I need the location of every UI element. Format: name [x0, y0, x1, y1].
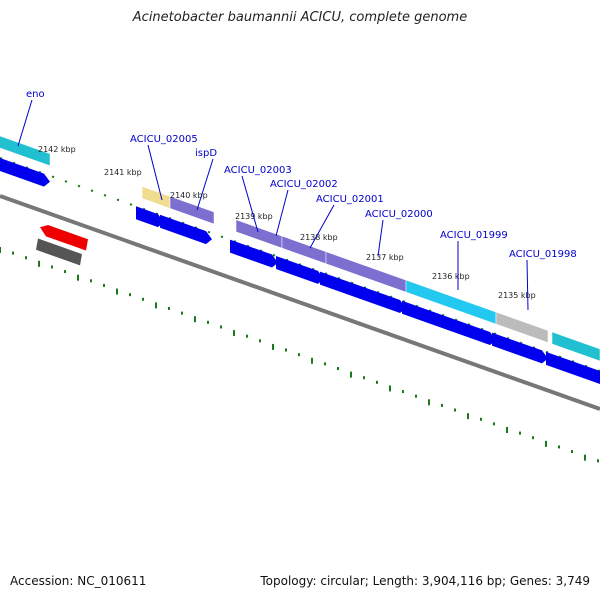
- feature-block: [0, 135, 51, 167]
- kbp-tick-label: 2135 kbp: [498, 291, 536, 300]
- kbp-tick-label: 2142 kbp: [38, 145, 76, 154]
- map-title: Acinetobacter baumannii ACICU, complete …: [132, 10, 468, 25]
- cds-arrow: [402, 300, 496, 345]
- cds-arrow: [546, 351, 600, 384]
- kbp-tick-label: 2140 kbp: [170, 191, 208, 200]
- gene-label: ispD: [195, 148, 217, 159]
- outer-tick: [220, 235, 224, 239]
- cds-arrow: [492, 332, 548, 364]
- outer-tick: [51, 175, 55, 179]
- gene-label: ACICU_02003: [224, 165, 292, 176]
- gene-label: ACICU_01998: [509, 249, 577, 260]
- gene-label: ACICU_02002: [270, 179, 338, 190]
- gene-label: ACICU_01999: [440, 230, 508, 241]
- kbp-tick-label: 2136 kbp: [432, 272, 470, 281]
- cds-arrow: [276, 255, 324, 284]
- outer-tick: [77, 184, 81, 188]
- feature-block: [169, 195, 215, 225]
- cds-arrow: [320, 271, 406, 313]
- outer-tick: [129, 203, 133, 206]
- reverse-feature-grey: [36, 238, 82, 266]
- cds-arrow: [230, 239, 278, 268]
- genome-summary-text: Topology: circular; Length: 3,904,116 bp…: [260, 574, 590, 588]
- gene-leader-line: [17, 99, 33, 147]
- cds-arrow: [136, 206, 164, 228]
- feature-block: [235, 219, 283, 249]
- outer-tick: [298, 263, 302, 266]
- outer-tick: [272, 253, 276, 257]
- outer-tick: [90, 189, 94, 192]
- gene-label: ACICU_02000: [365, 209, 433, 220]
- outer-tick: [207, 230, 211, 234]
- cds-arrow: [160, 214, 212, 245]
- kbp-tick-label: 2138 kbp: [300, 233, 338, 242]
- gene-label: ACICU_02005: [130, 134, 198, 145]
- kbp-tick-label: 2141 kbp: [104, 168, 142, 177]
- reverse-feature-red: [40, 225, 88, 251]
- gene-leader-line: [147, 144, 163, 201]
- feature-block: [551, 331, 600, 362]
- gene-leader-line: [275, 189, 289, 237]
- kbp-tick-label: 2137 kbp: [366, 253, 404, 262]
- gene-leader-line: [309, 204, 335, 249]
- accession-text: Accession: NC_010611: [10, 574, 147, 588]
- feature-block: [495, 311, 549, 343]
- outer-tick: [103, 193, 107, 197]
- cds-arrow: [0, 158, 50, 187]
- gene-label: ACICU_02001: [316, 194, 384, 205]
- outer-tick: [337, 277, 341, 280]
- genome-backbone: [0, 194, 600, 411]
- outer-tick: [64, 180, 68, 183]
- outer-tick: [506, 337, 510, 340]
- gene-leader-line: [241, 175, 259, 233]
- feature-block: [141, 186, 171, 209]
- gene-leader-line: [196, 158, 214, 211]
- outer-tick: [116, 198, 120, 202]
- gene-label: eno: [26, 89, 45, 100]
- gene-leader-line: [526, 259, 529, 311]
- gene-leader-line: [377, 219, 384, 257]
